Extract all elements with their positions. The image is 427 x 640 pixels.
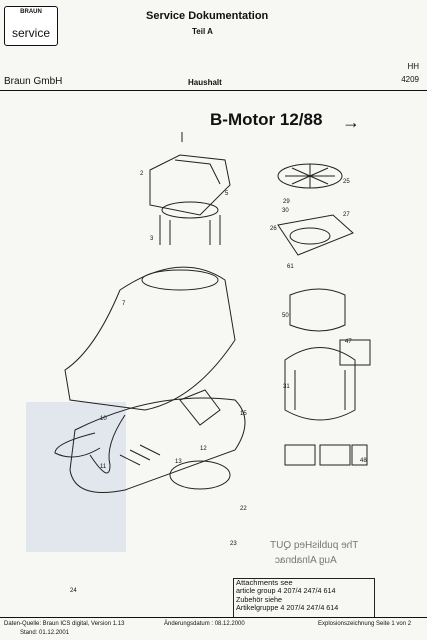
part-knob xyxy=(181,132,183,142)
part-stator xyxy=(289,288,346,332)
part-label: 29 xyxy=(283,199,290,205)
footer: Daten-Quelle: Braun ICS digital, Version… xyxy=(0,618,427,640)
part-housing-top xyxy=(141,269,219,291)
part-base-ring xyxy=(169,460,231,490)
part-label: 22 xyxy=(240,506,247,512)
code-top: HH xyxy=(407,62,419,71)
attachments-line1: article group 4 207/4 247/4 614 xyxy=(236,586,336,596)
document-code: HH 4209 xyxy=(401,60,419,86)
part-base-vents xyxy=(119,444,161,466)
part-label: 61 xyxy=(287,264,294,270)
attachments-title: Attachments see xyxy=(236,578,293,587)
model-heading-arrow: → xyxy=(342,112,360,132)
part-mount xyxy=(159,215,221,245)
document-subtitle: Teil A xyxy=(192,27,213,36)
part-label: 31 xyxy=(283,384,290,390)
part-motor xyxy=(284,347,356,421)
part-label: 1 xyxy=(170,130,174,132)
part-label: 25 xyxy=(343,179,350,185)
part-label: 11 xyxy=(100,464,107,470)
company-name: Braun GmbH xyxy=(4,76,63,87)
footer-source: Daten-Quelle: Braun ICS digital, Version… xyxy=(4,621,125,627)
part-plug xyxy=(54,432,101,458)
part-label: 2 xyxy=(140,171,144,177)
attachments-line2: Zubehör siehe xyxy=(236,594,282,604)
footer-page: Explosionszeichnung Seite 1 von 2 xyxy=(318,621,412,627)
part-fan-blades xyxy=(285,164,335,188)
part-brush-set xyxy=(284,444,368,466)
part-cover xyxy=(149,154,231,216)
footer-stand: Stand: 01.12.2001 xyxy=(20,630,70,636)
part-motor-bearing xyxy=(289,227,331,245)
part-label: 50 xyxy=(282,313,289,319)
part-ring xyxy=(161,201,219,219)
part-cable xyxy=(89,414,126,474)
header-divider xyxy=(0,90,427,91)
part-label: 48 xyxy=(360,458,367,464)
attachments-line3: Artikelgruppe 4 207/4 247/4 614 xyxy=(236,603,339,613)
part-label: 12 xyxy=(200,446,207,452)
footer-divider xyxy=(0,617,427,618)
part-switch xyxy=(179,389,221,426)
part-label: 7 xyxy=(122,301,126,307)
part-label: 5 xyxy=(225,191,229,197)
part-motor-plate xyxy=(277,214,354,256)
part-label: 24 xyxy=(70,588,77,594)
part-label: 15 xyxy=(240,411,247,417)
attachments-note: Attachments see article group 4 207/4 24… xyxy=(233,578,375,618)
bleed-text-1: The publisHeq QUT xyxy=(270,540,359,551)
part-brush-box xyxy=(339,339,371,366)
logo-service: service xyxy=(11,26,50,40)
department-name: Haushalt xyxy=(188,78,222,87)
part-label: 10 xyxy=(100,416,107,422)
part-label: 13 xyxy=(175,459,182,465)
code-bottom: 4209 xyxy=(401,75,419,84)
part-label: 23 xyxy=(230,541,237,547)
part-housing xyxy=(64,266,236,411)
part-label: 27 xyxy=(343,212,350,218)
part-label: 3 xyxy=(150,236,154,242)
braun-service-logo: BRAUN service xyxy=(4,6,58,46)
document-title: Service Dokumentation xyxy=(146,10,269,22)
bleed-text-2: Aug Alnabnac xyxy=(275,555,337,566)
part-label: 26 xyxy=(270,226,277,232)
logo-brand: BRAUN xyxy=(20,9,42,15)
footer-change-date: Änderungsdatum : 08.12.2000 xyxy=(164,621,245,627)
part-label: 30 xyxy=(282,208,289,214)
part-label: 47 xyxy=(345,339,352,345)
exploded-view-drawing: 1 2 3 5 7 10 11 12 13 15 22 23 24 25 26 … xyxy=(26,130,371,594)
model-heading: B-Motor 12/88 xyxy=(210,110,323,129)
part-base xyxy=(69,397,246,493)
